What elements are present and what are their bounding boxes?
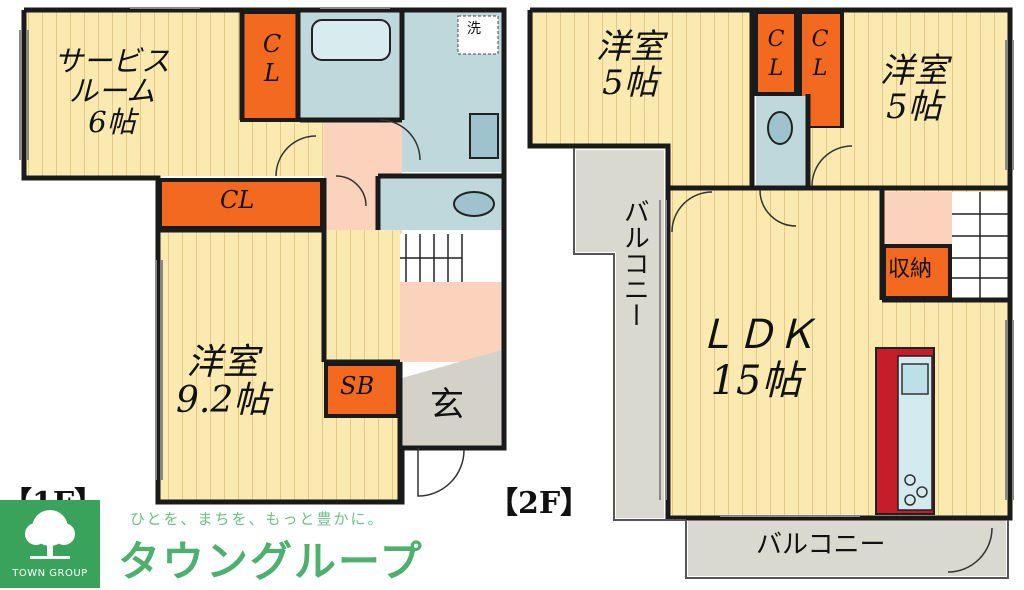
western-room-2f-left-name: 洋室 bbox=[596, 27, 664, 67]
hall-lower bbox=[402, 282, 502, 362]
ldk-size: 15帖 bbox=[710, 358, 802, 404]
storage-label: 収納 bbox=[888, 257, 933, 282]
service-room-size: 6帖 bbox=[88, 104, 136, 139]
service-room-name-2: ルーム bbox=[68, 74, 156, 109]
second-floor bbox=[527, 7, 1014, 579]
stove-burner-2 bbox=[916, 486, 928, 498]
closet-mid-label: CL bbox=[220, 186, 255, 214]
stove-burner-1 bbox=[904, 474, 916, 486]
entrance-area bbox=[402, 350, 502, 448]
western-room-2f-right bbox=[844, 12, 1008, 186]
ldk-label: ＬＤＫ 15帖 bbox=[696, 314, 816, 402]
closet-b-label: CL bbox=[811, 27, 829, 81]
bathtub bbox=[311, 19, 391, 61]
balcony-side-label: バルコニー bbox=[619, 198, 650, 328]
western-room-2f-left-ext bbox=[670, 144, 752, 188]
town-group-logo: TOWN GROUP bbox=[0, 500, 100, 588]
ldk-name: ＬＤＫ bbox=[696, 312, 816, 358]
laundry-box bbox=[457, 15, 499, 55]
stove-burner-3 bbox=[904, 494, 916, 506]
service-room-name-1: サービス bbox=[54, 44, 171, 78]
floor-label-2f: 【2F】 bbox=[488, 486, 591, 521]
service-room-floor bbox=[24, 12, 242, 176]
shoe-box-label: SB bbox=[340, 372, 375, 400]
western-room-2f-left bbox=[532, 12, 752, 144]
western-room-2f-right-ext bbox=[808, 128, 844, 186]
western-room-2f-left-size: 5帖 bbox=[602, 62, 658, 103]
western-room-1f-name: 洋室 bbox=[186, 342, 259, 383]
brand-name: タウングループ bbox=[118, 537, 424, 586]
western-room-2f-right-label: 洋室 5帖 bbox=[880, 51, 948, 127]
western-room-2f-left-label: 洋室 5帖 bbox=[596, 27, 664, 103]
closet-top-label: CL bbox=[262, 30, 282, 87]
service-room-label: サービス ルーム 6帖 bbox=[54, 44, 171, 139]
kitchen-sink bbox=[901, 363, 929, 395]
balcony-bottom bbox=[688, 520, 1006, 576]
western-room-1f-label: 洋室 9.2帖 bbox=[176, 344, 269, 420]
logo-text: TOWN GROUP bbox=[12, 568, 88, 579]
balcony-bottom-label: バルコニー bbox=[756, 530, 886, 560]
first-floor bbox=[19, 7, 507, 505]
washbasin bbox=[469, 113, 499, 159]
closet-a-label: CL bbox=[767, 27, 785, 81]
laundry-label: 洗 bbox=[467, 21, 481, 37]
hall-2f bbox=[884, 192, 952, 244]
western-room-2f-right-size: 5帖 bbox=[886, 86, 942, 127]
entrance-label: 玄 bbox=[430, 385, 464, 425]
service-room-ext bbox=[242, 120, 324, 176]
toilet-bowl-1f bbox=[453, 191, 495, 217]
closet-a bbox=[754, 10, 798, 96]
toilet-bowl-2f bbox=[767, 111, 793, 145]
western-room-2f-right-name: 洋室 bbox=[880, 51, 948, 91]
western-room-1f-size: 9.2帖 bbox=[176, 379, 270, 421]
balcony-side bbox=[576, 150, 664, 518]
brand-tagline: ひとを、まちを、もっと豊かに。 bbox=[130, 510, 385, 528]
tree-icon bbox=[25, 510, 75, 559]
